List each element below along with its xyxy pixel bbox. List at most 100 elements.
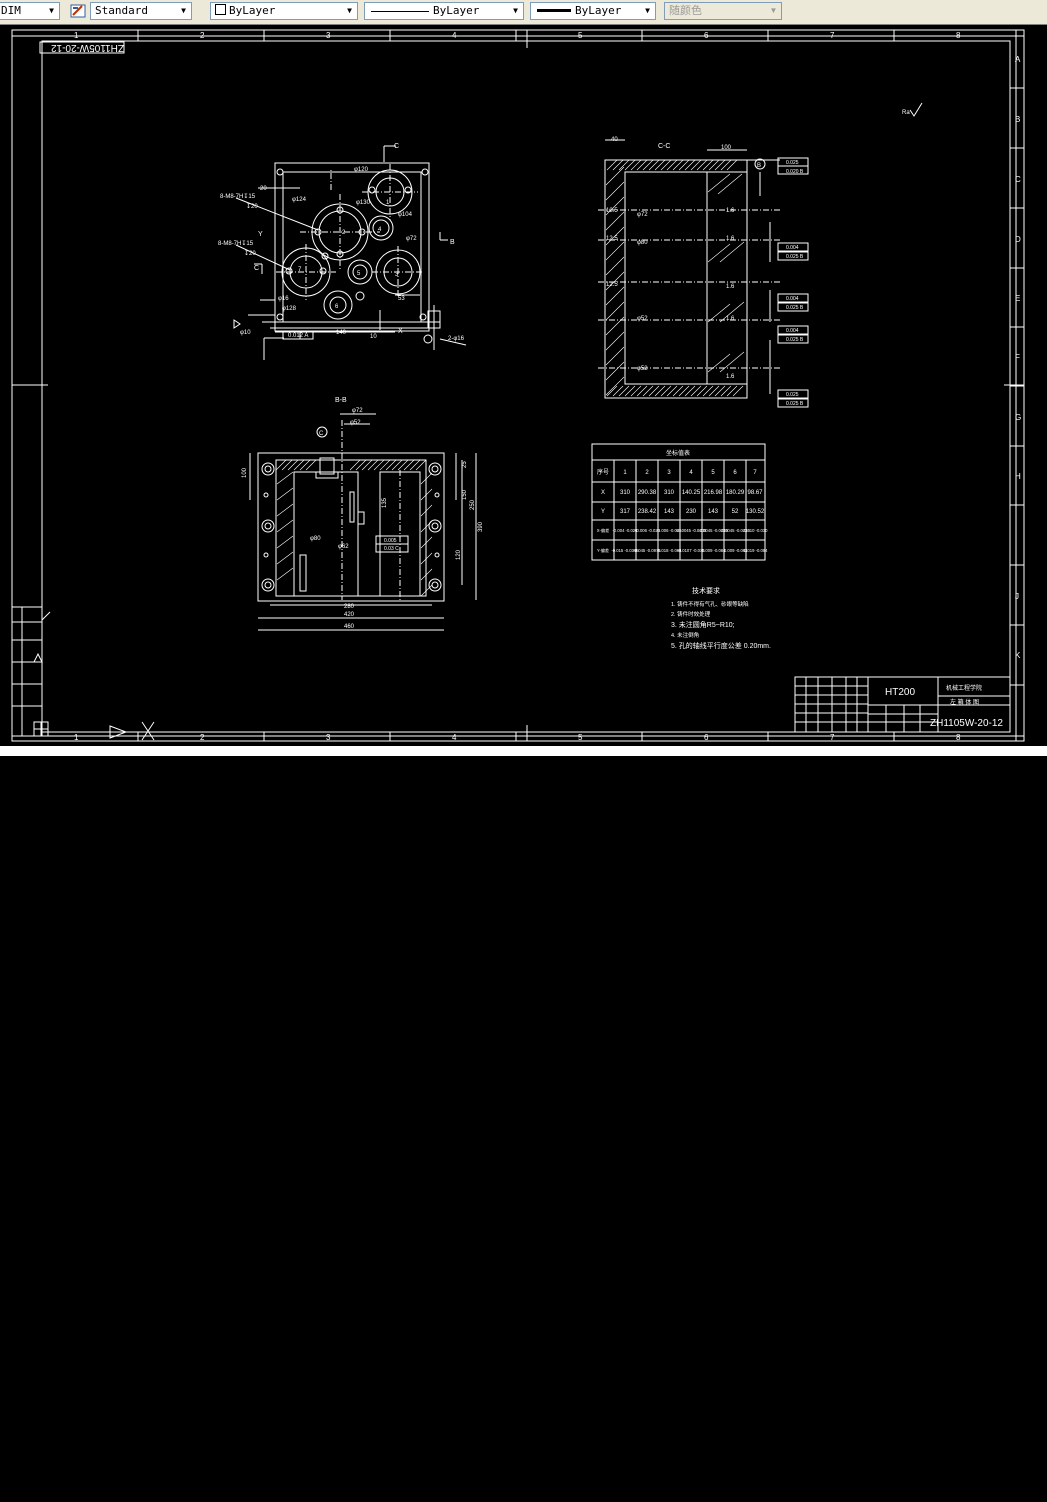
bore-label-2: 2 xyxy=(342,230,346,236)
cc-roughness-5: 1.6 xyxy=(726,236,735,242)
cc-roughness-8: 1.6 xyxy=(726,374,735,380)
cc-dim-100: 100 xyxy=(721,145,732,151)
tech-req-5: 5. 孔的轴线平行度公差 0.20mm. xyxy=(671,641,771,650)
front-hole-note-2-depth: ↧20 xyxy=(244,250,256,257)
zone-row-c: C xyxy=(1015,175,1021,184)
cc-tol-8: 0.025 B xyxy=(786,337,804,343)
chevron-down-icon[interactable]: ▼ xyxy=(769,6,778,15)
lineweight-control-dropdown[interactable]: ByLayer ▼ xyxy=(530,2,656,20)
text-style-dropdown[interactable]: Standard ▼ xyxy=(90,2,192,20)
bb-tol-2: 0.03 C xyxy=(384,546,399,552)
coord-xdev-1: -0.004 -0.024 xyxy=(613,528,639,533)
cc-roughness-1: 12.5 xyxy=(606,208,618,214)
linetype-value: ByLayer xyxy=(433,4,480,17)
cc-tol-10: 0.025 B xyxy=(786,401,804,407)
coord-header-2: 2 xyxy=(645,470,649,476)
section-bb-view xyxy=(249,413,477,631)
section-cc-annotations: C-C 40 100 12.5 12.5 12.5 φ72 φ80 φ52 1.… xyxy=(606,137,804,407)
front-dim-phi104: φ104 xyxy=(398,212,413,218)
cc-roughness-2: 12.5 xyxy=(606,236,618,242)
cc-tol-3: 0.004 xyxy=(786,245,799,251)
text-style-manager-icon[interactable] xyxy=(70,3,87,20)
coord-xdev-5: -0.0045 -0.0245 xyxy=(698,528,728,533)
coord-xdev-2: +0.006 -0.026 xyxy=(634,528,661,533)
chevron-down-icon[interactable]: ▼ xyxy=(49,6,54,15)
zone-col-5-bottom: 5 xyxy=(578,733,583,742)
front-dim-phi72: φ72 xyxy=(406,236,417,242)
coord-xdev-3: -0.006 -0.026 xyxy=(657,528,683,533)
coord-y-5: 143 xyxy=(708,509,719,515)
coord-header-5: 5 xyxy=(711,470,715,476)
coord-xdev-4: +0.0045 -0.0245 xyxy=(676,528,707,533)
coord-x-3: 310 xyxy=(664,490,675,496)
coord-x-6: 180.29 xyxy=(726,490,745,496)
plot-style-dropdown[interactable]: 随颜色 ▼ xyxy=(664,2,782,20)
bore-label-7: 7 xyxy=(298,267,302,273)
zone-col-1: 1 xyxy=(74,31,79,40)
coord-ydev-2: -0.045 -0.0975 xyxy=(633,548,661,553)
part-name-label: 左 箱 体 图 xyxy=(950,698,979,706)
zone-row-k: K xyxy=(1015,651,1021,660)
coord-header-6: 6 xyxy=(733,470,737,476)
cc-dim-phi72: φ72 xyxy=(637,212,648,218)
technical-requirements: 技术要求 1. 铸件不得有气孔、砂眼等缺陷 2. 铸件时效处理 3. 未注圆角R… xyxy=(671,586,771,650)
tech-req-title: 技术要求 xyxy=(692,586,720,595)
section-cc-title: C-C xyxy=(658,143,670,150)
coord-y-2: 238.42 xyxy=(638,509,657,515)
zone-col-4-bottom: 4 xyxy=(452,733,457,742)
front-dim-phi124: φ124 xyxy=(292,197,307,203)
zone-col-7-bottom: 7 xyxy=(830,733,835,742)
coord-x-2: 290.38 xyxy=(638,490,657,496)
coord-xdev-7: -0.010 -0.030 xyxy=(743,528,769,533)
coord-header-3: 3 xyxy=(667,470,671,476)
lineweight-value: ByLayer xyxy=(575,4,622,17)
bb-dim-390: 390 xyxy=(478,521,484,532)
chevron-down-icon[interactable]: ▼ xyxy=(645,6,650,15)
color-control-dropdown[interactable]: ByLayer ▼ xyxy=(210,2,358,20)
title-block-text: HT200 机械工程学院 左 箱 体 图 ZH1105W-20-12 xyxy=(885,684,1003,729)
coord-xdev-6: -0.0045 -0.0245 xyxy=(720,528,750,533)
zone-col-5: 5 xyxy=(578,31,583,40)
zone-row-d: D xyxy=(1015,235,1021,244)
linetype-control-dropdown[interactable]: ByLayer ▼ xyxy=(364,2,524,20)
section-bb-title: B-B xyxy=(335,397,347,404)
zone-col-2: 2 xyxy=(200,31,205,40)
bore-label-1: 1 xyxy=(386,200,390,206)
dimension-style-dropdown[interactable]: DIM ▼ xyxy=(0,2,60,20)
roughness-symbol-icon: Ra xyxy=(902,102,923,117)
zone-col-6: 6 xyxy=(704,31,709,40)
coord-y-6: 52 xyxy=(732,509,739,515)
coord-header-4: 4 xyxy=(689,470,693,476)
coord-row-x-label: X xyxy=(601,490,605,496)
coord-ydev-7: -0.019 -0.084 xyxy=(743,548,769,553)
title-block xyxy=(794,676,1011,733)
zone-row-h: H xyxy=(1015,472,1021,481)
command-line[interactable]: 命令: xyxy=(0,746,1047,1501)
chevron-down-icon[interactable]: ▼ xyxy=(181,6,186,15)
front-dim-phi130: φ130 xyxy=(356,200,371,206)
front-view xyxy=(233,145,467,360)
coord-x-4: 140.25 xyxy=(682,490,701,496)
coord-row-ydev-label: Y-偏差 xyxy=(597,547,609,554)
coord-row-y-label: Y xyxy=(601,509,605,515)
color-value: ByLayer xyxy=(229,4,276,17)
cc-tol-9: 0.025 xyxy=(786,392,799,398)
front-dim-20: 20 xyxy=(260,186,267,192)
plot-style-value: 随颜色 xyxy=(669,5,702,17)
zone-row-j: J xyxy=(1015,592,1019,601)
coord-table-title: 坐标值表 xyxy=(666,449,690,457)
rotated-number-box xyxy=(39,41,125,54)
coordinate-table: 坐标值表 序号 1 2 3 4 5 6 7 X 310 290.38 310 1… xyxy=(591,443,769,561)
chevron-down-icon[interactable]: ▼ xyxy=(347,6,352,15)
front-hole-note-2: 8-M8-7H↧15 xyxy=(218,240,254,247)
bb-datum-c: C xyxy=(319,431,324,437)
cc-tol-7: 0.004 xyxy=(786,328,799,334)
bb-dim-phi80: φ80 xyxy=(310,536,321,542)
label-c-top: C xyxy=(394,143,399,150)
zone-ticks xyxy=(12,30,1024,741)
drawing-canvas[interactable]: 1 2 3 4 5 6 7 8 1 2 3 4 5 6 7 8 A B C D … xyxy=(0,24,1047,746)
chevron-down-icon[interactable]: ▼ xyxy=(513,6,518,15)
label-b-right: B xyxy=(450,239,455,246)
label-x: X xyxy=(398,328,403,335)
section-cc-view xyxy=(598,139,809,408)
